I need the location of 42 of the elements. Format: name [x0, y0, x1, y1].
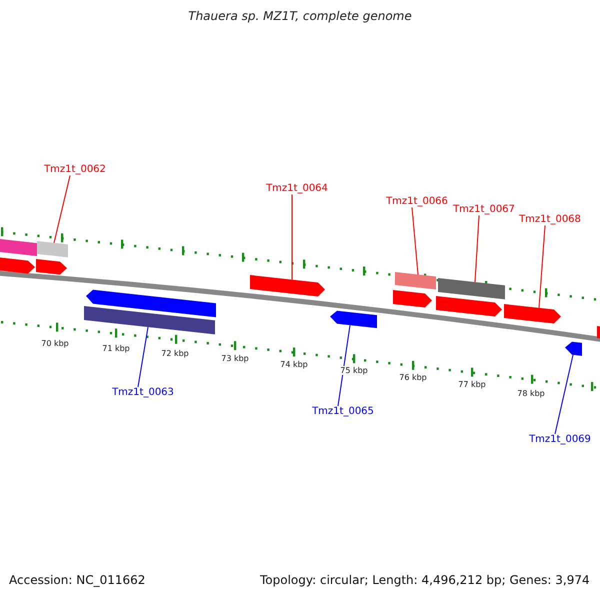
scale-label: 77 kbp	[458, 380, 486, 390]
gene-segment	[86, 290, 216, 318]
leader-line	[554, 354, 574, 434]
scale-label: 78 kbp	[517, 389, 545, 398]
title: Thauera sp. MZ1T, complete genome	[188, 10, 412, 24]
gene-segment	[36, 259, 67, 275]
leader-line	[338, 324, 350, 406]
gene-segment	[330, 310, 377, 328]
gene-segment	[250, 275, 325, 296]
leader-line	[474, 215, 480, 283]
gene-segment	[436, 296, 502, 316]
leader-line	[412, 207, 418, 276]
gene-segment	[438, 278, 505, 300]
gene-label: Tmz1t_0062	[44, 164, 106, 176]
gene-segment	[565, 342, 582, 356]
gene-label: Tmz1t_0063	[112, 387, 174, 398]
gene-segment	[84, 306, 215, 334]
gene-segment	[37, 241, 68, 258]
leader-line	[538, 225, 546, 308]
gene-label: Tmz1t_0068	[519, 214, 581, 226]
scale-label: 71 kbp	[102, 344, 130, 354]
gene-segment	[504, 304, 561, 324]
scale-label: 76 kbp	[399, 373, 427, 382]
gene-label: Tmz1t_0064	[266, 183, 328, 194]
footer-text: Topology: circular; Length: 4,496,212 bp; Genes: 3,974	[260, 574, 590, 588]
footer-text: Accession: NC_011662	[9, 574, 146, 588]
gene-label: Tmz1t_0069	[529, 434, 591, 446]
gene-segment	[0, 239, 37, 256]
scale-label: 72 kbp	[161, 349, 189, 358]
leader-line	[54, 175, 70, 244]
gene-label: Tmz1t_0066	[386, 196, 448, 208]
scale-label: 70 kbp	[41, 339, 69, 348]
scale-label: 75 kbp	[340, 366, 368, 376]
gene-segment	[393, 290, 432, 308]
gene-segment	[597, 326, 600, 339]
scale-label: 73 kbp	[221, 354, 249, 364]
gene-segment	[395, 272, 436, 290]
gene-label: Tmz1t_0067	[453, 204, 515, 216]
gene-segment	[0, 257, 35, 274]
gene-label: Tmz1t_0065	[312, 406, 374, 418]
scale-label: 74 kbp	[280, 360, 308, 370]
leader-line	[138, 326, 148, 388]
